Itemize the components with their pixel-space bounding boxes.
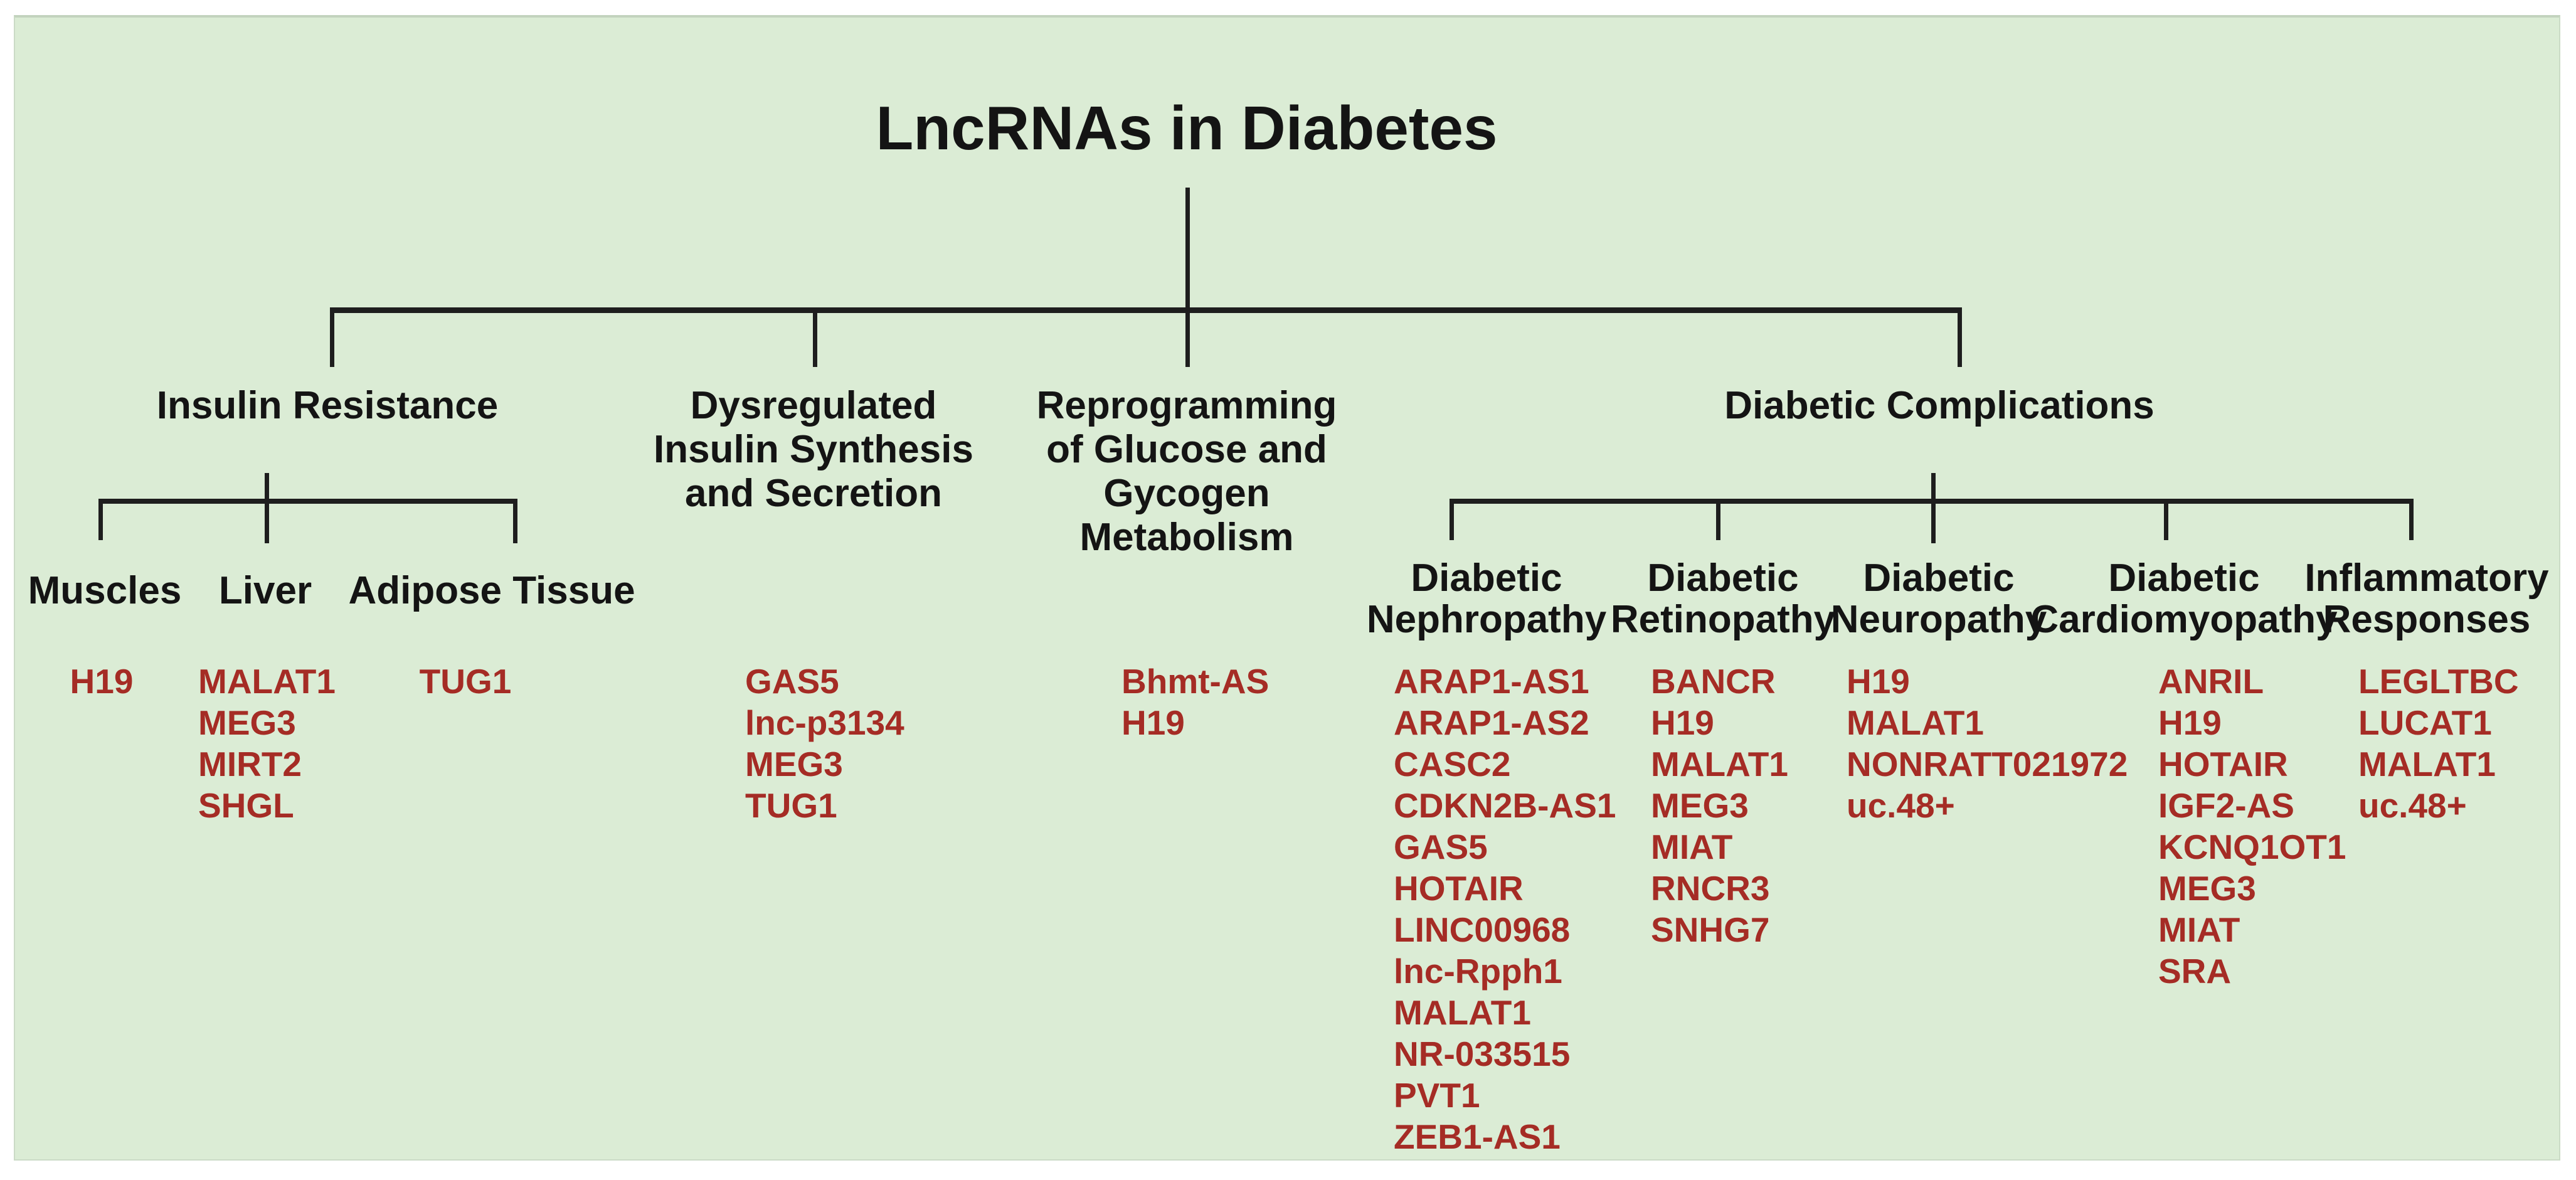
branch-label-diabetic-complications: Diabetic Complications (1724, 384, 2155, 427)
gene-list-adipose-tissue: TUG1 (419, 662, 512, 701)
root-stem-line (1185, 188, 1190, 367)
tick-diabetic-cardiomyopathy (2164, 499, 2168, 540)
branch-label-insulin-resistance: Insulin Resistance (156, 384, 499, 427)
tick-muscles (98, 499, 103, 540)
diagram-title: LncRNAs in Diabetes (876, 93, 1498, 162)
tick-adipose-tissue (513, 499, 517, 543)
tick-diabetic-retinopathy (1716, 499, 1720, 540)
complication-label-inflammatory-responses: Inflammatory Responses (2304, 556, 2549, 641)
tissue-label-liver: Liver (218, 569, 312, 612)
gene-list-cardiomyopathy: ANRIL H19 HOTAIR IGF2-AS KCNQ1OT1 MEG3 M… (2158, 662, 2346, 991)
branch-label-reprogramming-metabolism: Reprogramming of Glucose and Gycogen Met… (1036, 384, 1337, 559)
diagram-board: LncRNAs in Diabetes Insulin Resistance D… (14, 15, 2560, 1161)
complication-label-neuropathy: Diabetic Neuropathy (1830, 556, 2047, 641)
gene-list-nephropathy: ARAP1-AS1 ARAP1-AS2 CASC2 CDKN2B-AS1 GAS… (1394, 662, 1616, 1156)
complication-label-retinopathy: Diabetic Retinopathy (1610, 556, 1836, 641)
gene-list-liver: MALAT1 MEG3 MIRT2 SHGL (198, 662, 336, 825)
gene-list-muscles: H19 (70, 662, 134, 701)
insulin-subtree-stem-line (265, 473, 269, 543)
gene-list-inflammatory-responses: LEGLTBC LUCAT1 MALAT1 uc.48+ (2358, 662, 2519, 825)
complication-label-nephropathy: Diabetic Nephropathy (1366, 556, 1607, 641)
gene-list-dysregulated-synthesis: GAS5 lnc-p3134 MEG3 TUG1 (745, 662, 904, 825)
tick-diabetic-complications (1958, 307, 1962, 367)
insulin-subtree-horizontal-line (98, 499, 517, 504)
tick-inflammatory-responses (2409, 499, 2414, 540)
tissue-label-muscles: Muscles (28, 569, 182, 612)
level1-horizontal-line (330, 307, 1962, 313)
complications-subtree-stem-line (1931, 473, 1936, 543)
complications-subtree-horizontal-line (1450, 499, 2414, 504)
tissue-label-adipose-tissue: Adipose Tissue (348, 569, 635, 612)
gene-list-reprogramming-metabolism: Bhmt-AS H19 (1121, 662, 1269, 742)
gene-list-neuropathy: H19 MALAT1 NONRATT021972 uc.48+ (1847, 662, 2128, 825)
complication-label-cardiomyopathy: Diabetic Cardiomyopathy (2030, 556, 2338, 641)
tick-diabetic-nephropathy (1450, 499, 1454, 540)
gene-list-retinopathy: BANCR H19 MALAT1 MEG3 MIAT RNCR3 SNHG7 (1651, 662, 1788, 949)
tick-insulin-resistance (330, 307, 334, 367)
branch-label-dysregulated-insulin-synthesis: Dysregulated Insulin Synthesis and Secre… (654, 384, 973, 515)
tick-dysregulated-synthesis (813, 307, 817, 367)
